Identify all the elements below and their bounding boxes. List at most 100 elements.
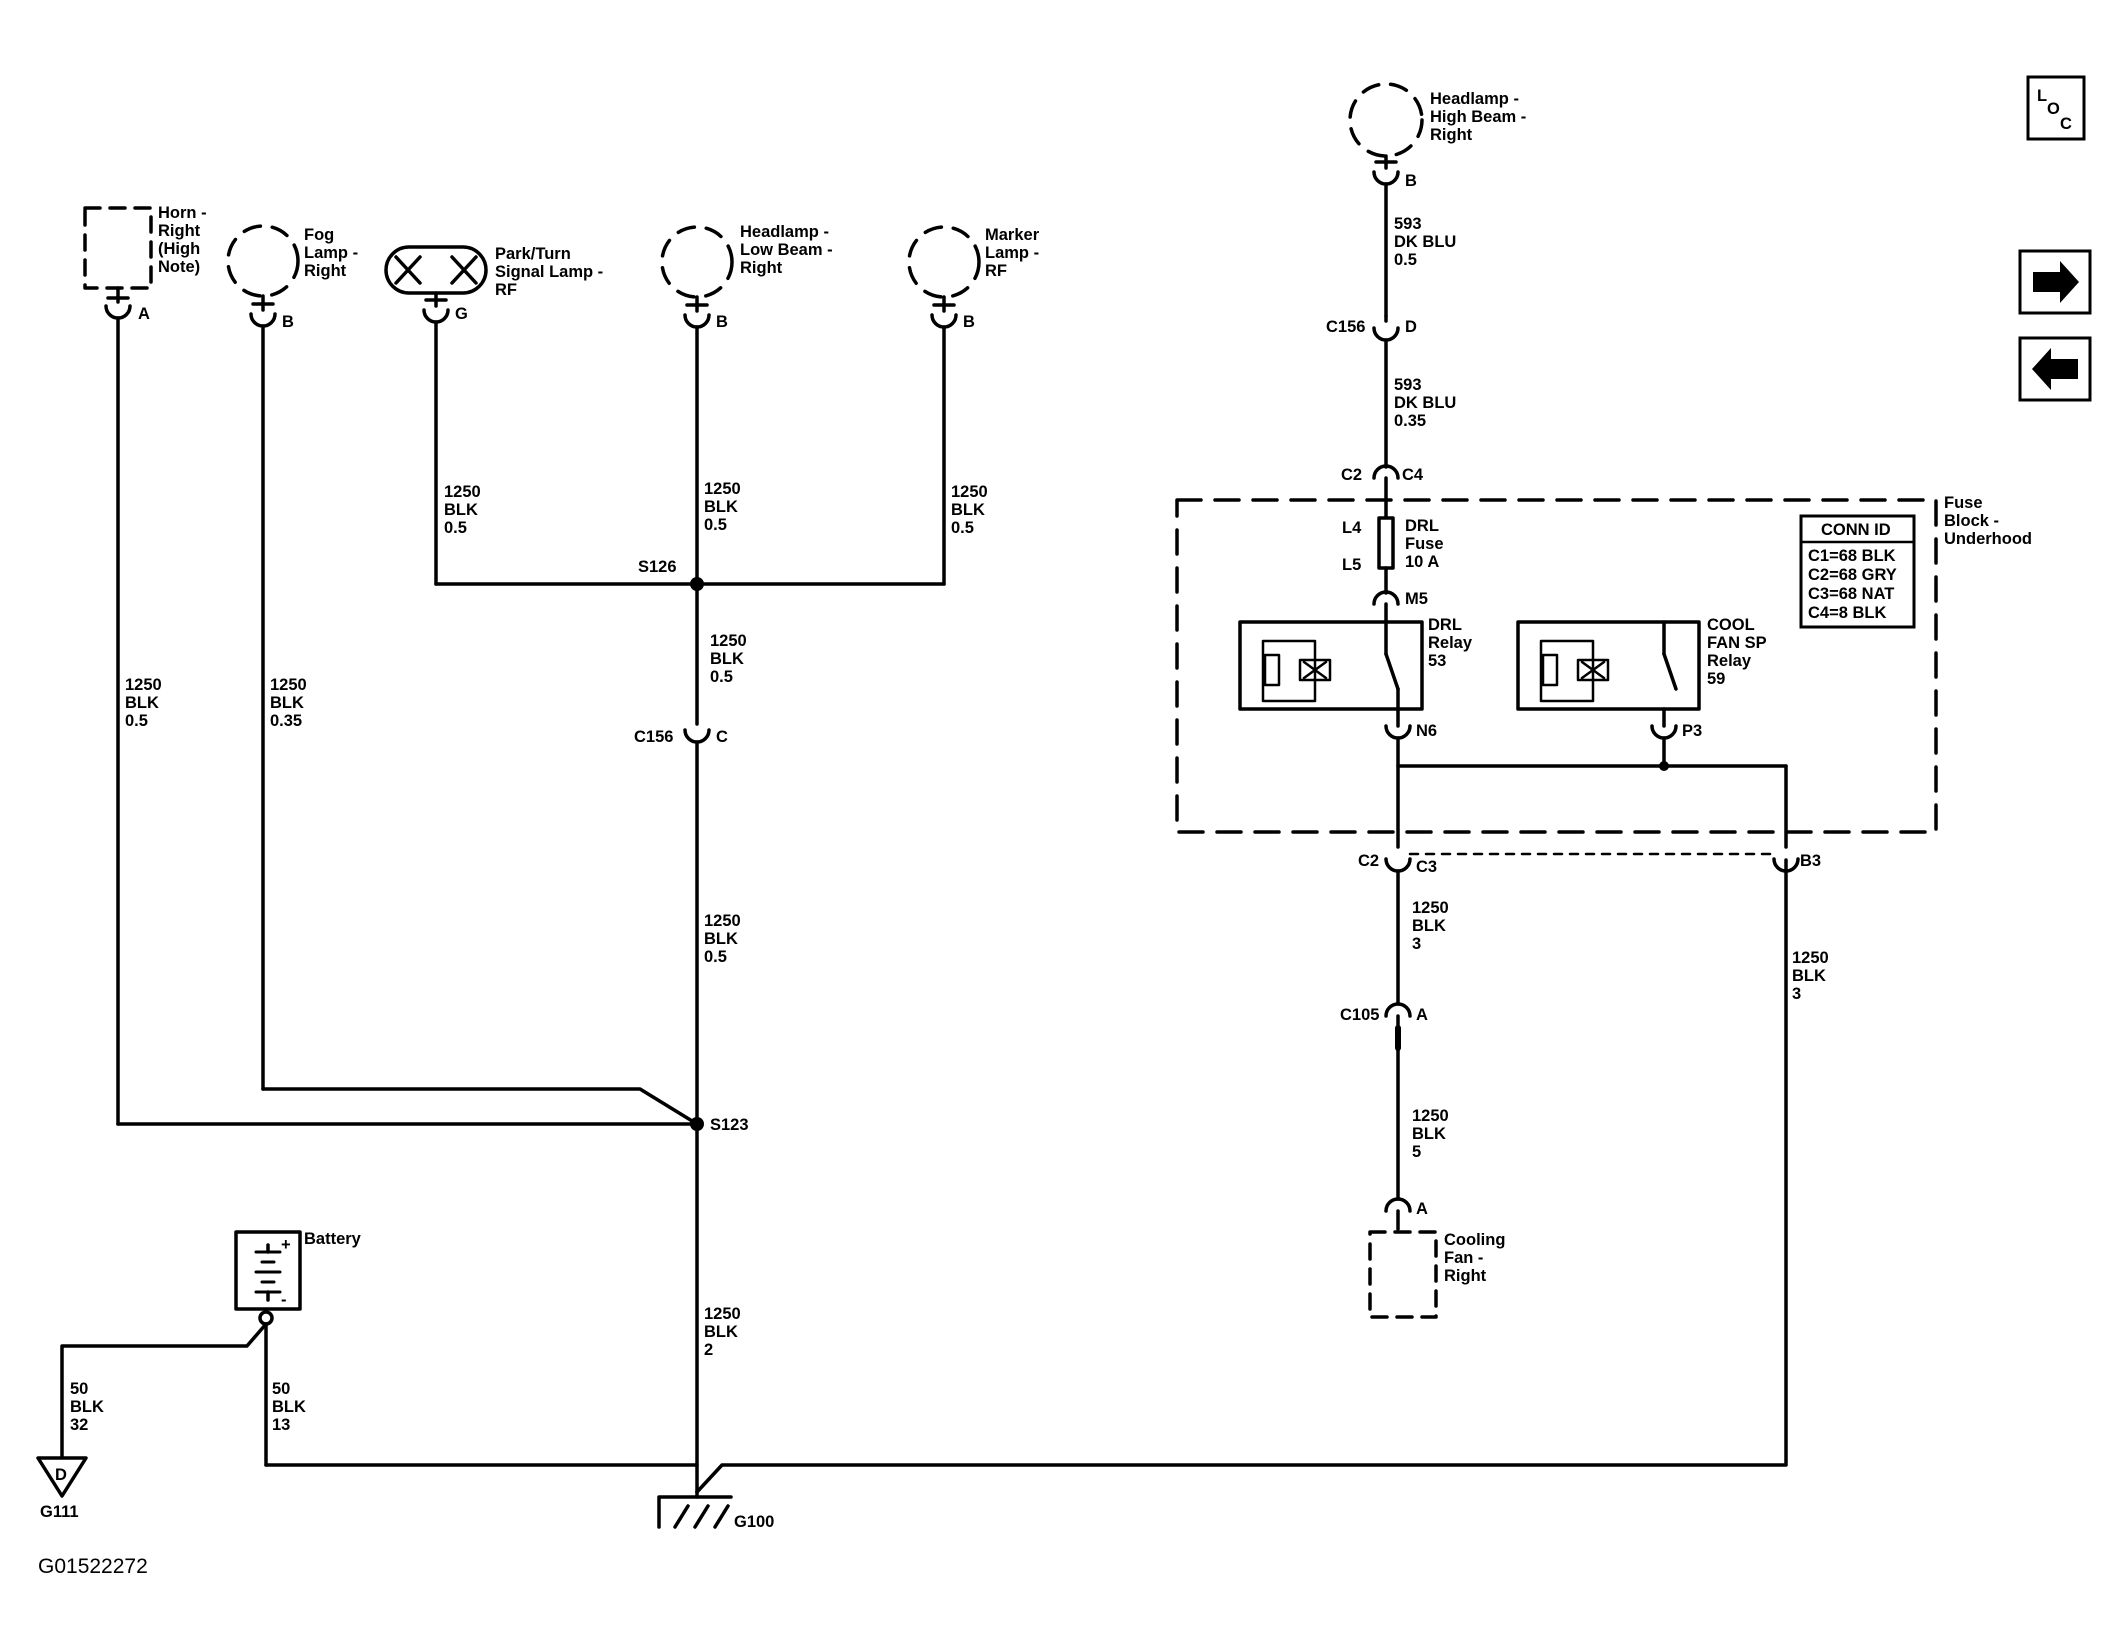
ground-g100: G100 <box>734 1513 774 1531</box>
wire-fog-to-s123 <box>261 1087 699 1126</box>
fog-label: Fog Lamp - Right <box>304 226 363 280</box>
svg-text:C: C <box>2060 115 2072 133</box>
wire-label-marker: 1250 BLK 0.5 <box>951 483 992 537</box>
park-turn-lamp-symbol <box>384 245 488 295</box>
pin-l4: L4 <box>1342 519 1362 537</box>
splice-s123: S123 <box>710 1116 749 1134</box>
battery-plus: + <box>281 1236 291 1254</box>
cool-fan-relay-box <box>1516 620 1701 711</box>
fog-lamp-symbol <box>226 224 300 298</box>
drl-fuse-symbol <box>1377 516 1395 570</box>
svg-text:L: L <box>2037 87 2047 105</box>
svg-text:O: O <box>2047 100 2060 118</box>
arrow-left-icon <box>2032 348 2078 390</box>
marker-label: Marker Lamp - RF <box>985 226 1044 280</box>
fan-a-terminal <box>1384 1197 1412 1213</box>
battery-minus: - <box>281 1291 287 1309</box>
low-beam-symbol <box>660 225 734 299</box>
p3-terminal <box>1650 724 1678 740</box>
pin-m5: M5 <box>1405 590 1428 608</box>
wire-label-c156: 1250 BLK 0.5 <box>704 912 745 966</box>
wire-batt32 <box>60 1322 268 1459</box>
low-beam-label: Headlamp - Low Beam - Right <box>740 223 837 277</box>
n6-terminal <box>1384 724 1412 740</box>
high-beam-label: Headlamp - High Beam - Right <box>1430 90 1531 144</box>
previous-page-button[interactable] <box>2018 336 2092 402</box>
pin-p3: P3 <box>1682 722 1702 740</box>
wire-label-fog: 1250 BLK 0.35 <box>270 676 311 730</box>
battery-symbol <box>234 1230 302 1311</box>
c105-connector <box>1384 1002 1412 1018</box>
pin-marker: B <box>963 313 975 331</box>
pin-park: G <box>455 305 468 323</box>
pin-c105-a: A <box>1416 1006 1428 1024</box>
horn-label: Horn - Right (High Note) <box>158 204 211 276</box>
s123-splice <box>690 1117 704 1131</box>
wire-label-b3: 1250 BLK 3 <box>1792 949 1833 1003</box>
next-page-button[interactable] <box>2018 249 2092 315</box>
c156d-receptacle <box>1372 326 1400 342</box>
horn-terminal <box>104 304 132 320</box>
wire-label-hb1: 593 DK BLU 0.5 <box>1394 215 1461 269</box>
high-beam-symbol <box>1348 82 1424 158</box>
c2c4-connector <box>1372 464 1400 480</box>
pin-high: B <box>1405 172 1417 190</box>
pin-l5: L5 <box>1342 556 1361 574</box>
connector-c156-right: C156 <box>1326 318 1365 336</box>
fuse-block-label: Fuse Block - Underhood <box>1944 494 2032 548</box>
pin-c4: C4 <box>1402 466 1424 484</box>
pin-fog: B <box>282 313 294 331</box>
wire-label-s126: 1250 BLK 0.5 <box>710 632 751 686</box>
c2c3-terminal <box>1384 857 1412 873</box>
pin-c2b: C2 <box>1358 852 1379 870</box>
drl-relay-box <box>1238 620 1424 711</box>
wire-label-fan: 1250 BLK 5 <box>1412 1107 1453 1161</box>
wire-label-batt13: 50 BLK 13 <box>272 1380 311 1434</box>
loc-button[interactable]: L O C <box>2026 75 2086 141</box>
c156c-receptacle <box>683 728 711 744</box>
g111-ground-symbol <box>36 1456 88 1498</box>
wire-label-horn: 1250 BLK 0.5 <box>125 676 166 730</box>
horn-symbol <box>83 206 153 290</box>
wire-label-g100: 1250 BLK 2 <box>704 1305 745 1359</box>
cool-fan-relay-label: COOL FAN SP Relay 59 <box>1707 616 1771 688</box>
drl-relay-label: DRL Relay 53 <box>1428 616 1477 670</box>
pin-n6: N6 <box>1416 722 1437 740</box>
wire-label-batt32: 50 BLK 32 <box>70 1380 109 1434</box>
pin-horn: A <box>138 305 150 323</box>
fuse-block-outline <box>1175 498 1938 834</box>
connector-c156-left: C156 <box>634 728 673 746</box>
battery-label: Battery <box>304 1230 362 1248</box>
drl-fuse-label: DRL Fuse 10 A <box>1405 517 1448 571</box>
conn-id-table: CONN ID C1=68 BLK C2=68 GRY C3=68 NAT C4… <box>1799 514 1916 629</box>
figure-id: G01522272 <box>38 1555 148 1578</box>
svg-text:CONN ID: CONN ID <box>1821 521 1891 539</box>
pin-c156d: D <box>1405 318 1417 336</box>
wire-label-hb2: 593 DK BLU 0.35 <box>1394 376 1461 430</box>
relay-bus-junction <box>1659 761 1669 771</box>
arrow-right-icon <box>2033 261 2079 303</box>
wire-b3-ground <box>695 858 1788 1494</box>
pin-low: B <box>716 313 728 331</box>
cooling-fan-symbol <box>1368 1230 1438 1319</box>
pin-c3: C3 <box>1416 858 1437 876</box>
b3-terminal <box>1772 857 1800 873</box>
park-label: Park/Turn Signal Lamp - RF <box>495 245 608 299</box>
g100-ground-symbol <box>657 1495 733 1529</box>
wire-label-c2c3: 1250 BLK 3 <box>1412 899 1453 953</box>
pin-b3: B3 <box>1800 852 1821 870</box>
splice-s126: S126 <box>638 558 677 576</box>
wire-label-low: 1250 BLK 0.5 <box>704 480 745 534</box>
connector-c105: C105 <box>1340 1006 1379 1024</box>
ground-d-letter: D <box>55 1466 67 1484</box>
m5-terminal <box>1372 590 1400 606</box>
marker-lamp-symbol <box>907 225 981 299</box>
wire-label-park: 1250 BLK 0.5 <box>444 483 485 537</box>
pin-fan-a: A <box>1416 1200 1428 1218</box>
ground-g111: G111 <box>40 1503 79 1521</box>
s126-splice <box>690 577 704 591</box>
pin-c2: C2 <box>1341 466 1362 484</box>
pin-c156c: C <box>716 728 728 746</box>
